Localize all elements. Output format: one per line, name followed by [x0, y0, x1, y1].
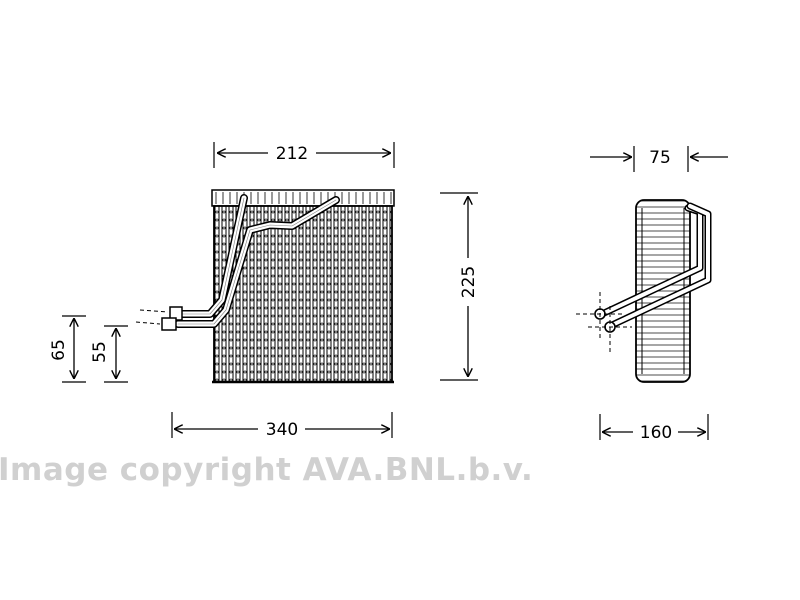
front-view [135, 189, 395, 384]
side-view [576, 199, 712, 383]
refrigerant-pipes [174, 194, 340, 328]
dimension-height: 225 [440, 192, 479, 381]
top-header-tank [211, 189, 395, 207]
dimension-pipe-height-65: 65 [49, 315, 86, 383]
dim-label-212: 212 [276, 144, 308, 164]
dim-label-225: 225 [459, 266, 479, 298]
dimension-pipe-height-55: 55 [90, 325, 128, 383]
copyright-watermark: Image copyright AVA.BNL.b.v. [0, 452, 534, 488]
dim-label-65: 65 [49, 339, 69, 361]
dim-label-75: 75 [649, 148, 671, 168]
dimension-front-width: 212 [213, 142, 395, 168]
evaporator-core [213, 205, 393, 383]
pipe-fittings [135, 306, 183, 331]
dim-label-160: 160 [640, 423, 672, 443]
dim-label-55: 55 [90, 341, 110, 363]
dimension-overall-width: 340 [171, 412, 393, 440]
dimension-side-160: 160 [599, 414, 709, 443]
dim-label-340: 340 [266, 420, 298, 440]
dimension-depth-75: 75 [590, 146, 728, 172]
